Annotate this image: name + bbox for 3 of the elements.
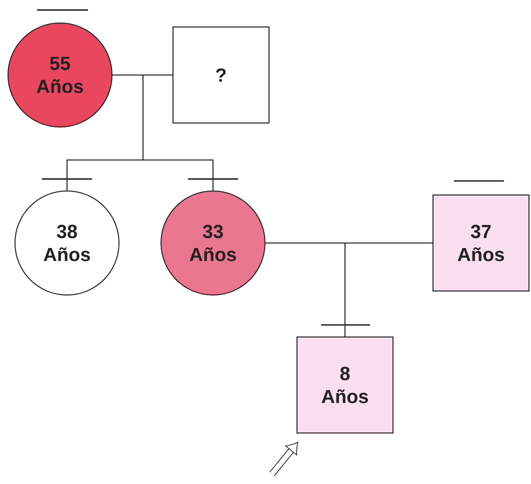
descent-line [344, 242, 433, 337]
pointer-arrow [269, 442, 298, 476]
descent-line [142, 74, 214, 191]
